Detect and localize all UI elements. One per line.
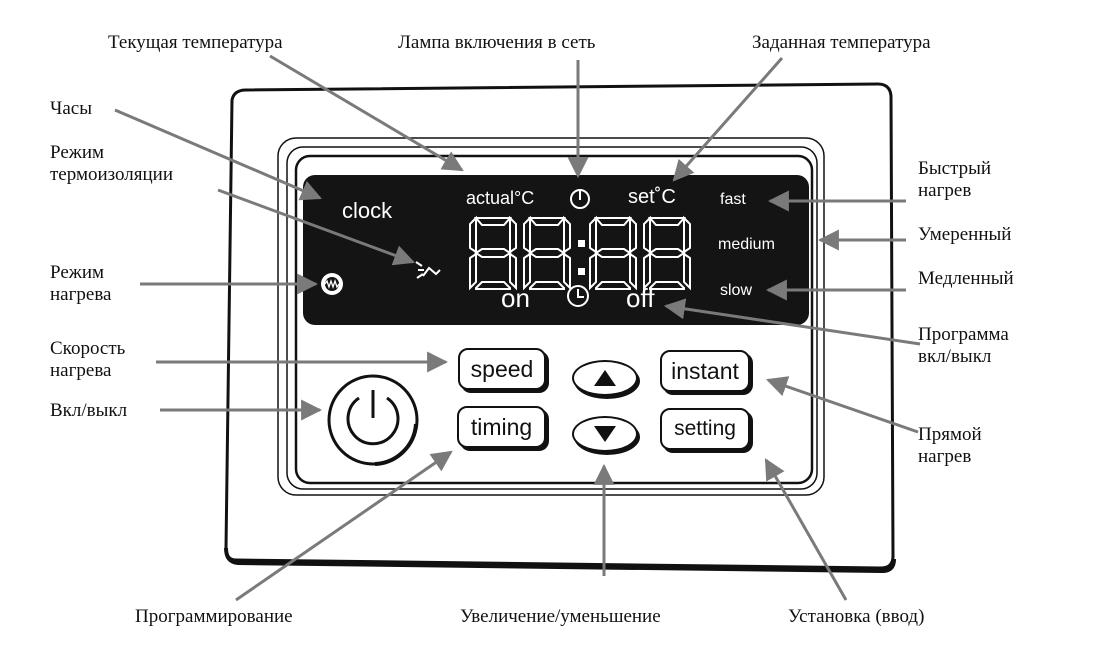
callout-current-temp: Текущая температура: [108, 32, 283, 53]
lcd-on-label: on: [501, 283, 530, 313]
callout-arrows: [114, 54, 921, 602]
inner-bezel-mid: [286, 146, 818, 490]
callout-speed-heat: Скорость нагрева: [50, 338, 126, 381]
decrease-button[interactable]: [572, 416, 638, 452]
lcd-actual-label: actual°C: [466, 188, 535, 208]
instant-button[interactable]: instant: [660, 350, 750, 392]
digit-3: [589, 215, 637, 291]
setting-button[interactable]: setting: [660, 408, 750, 450]
digit-2: [523, 215, 571, 291]
colon-segment: [578, 240, 585, 275]
callout-on-off: Вкл/выкл: [50, 400, 128, 421]
inner-bezel-outer: [277, 137, 825, 496]
callout-setting-enter: Установка (ввод): [788, 606, 925, 627]
lcd-set-label: set˚C: [628, 186, 676, 208]
arrow-up-icon: [594, 370, 616, 386]
arrow-setting: [764, 458, 848, 601]
arrow-current-temp: [269, 54, 464, 172]
timing-button[interactable]: timing: [457, 406, 546, 448]
speed-button[interactable]: speed: [458, 348, 546, 390]
power-icon: [327, 374, 419, 466]
heating-mode-icon: [321, 273, 343, 295]
callout-slow: Медленный: [918, 268, 1014, 289]
lcd-fast-label: fast: [720, 191, 746, 208]
seven-segment-display: [469, 215, 691, 291]
lcd-off-label: off: [626, 283, 655, 313]
arrow-down-icon: [594, 426, 616, 442]
digit-4: [643, 215, 691, 291]
increase-button[interactable]: [572, 360, 638, 396]
callout-direct-heat: Прямой нагрев: [918, 424, 982, 467]
arrow-program: [663, 298, 921, 346]
arrow-direct: [766, 376, 919, 434]
callout-power-lamp: Лампа включения в сеть: [398, 32, 596, 53]
arrow-programming: [235, 450, 453, 602]
outer-frame-shadow: [224, 547, 896, 574]
lcd-medium-label: medium: [718, 236, 775, 253]
callout-program-on-off: Программа вкл/выкл: [918, 324, 1009, 367]
arrow-clock: [114, 108, 322, 201]
callout-insulation-mode: Режим термоизоляции: [50, 142, 174, 185]
power-button[interactable]: [327, 374, 419, 466]
callout-clock: Часы: [50, 98, 92, 119]
arrow-set-temp: [672, 57, 784, 182]
timer-clock-icon: [567, 285, 589, 307]
callout-set-temp: Заданная температура: [752, 32, 931, 53]
insulation-mode-icon: [415, 261, 441, 279]
digit-1: [469, 215, 517, 291]
callout-fast-heat: Быстрый нагрев: [918, 158, 992, 201]
arrow-insulation: [217, 188, 415, 266]
power-lamp-icon: [570, 189, 590, 209]
lcd-slow-label: slow: [720, 282, 753, 299]
lcd-clock-label: clock: [342, 198, 393, 223]
callout-heating-mode: Режим нагрева: [50, 262, 112, 305]
callout-programming: Программирование: [135, 606, 293, 627]
callout-moderate: Умеренный: [918, 224, 1012, 245]
callout-inc-dec: Увеличение/уменьшение: [460, 606, 661, 627]
